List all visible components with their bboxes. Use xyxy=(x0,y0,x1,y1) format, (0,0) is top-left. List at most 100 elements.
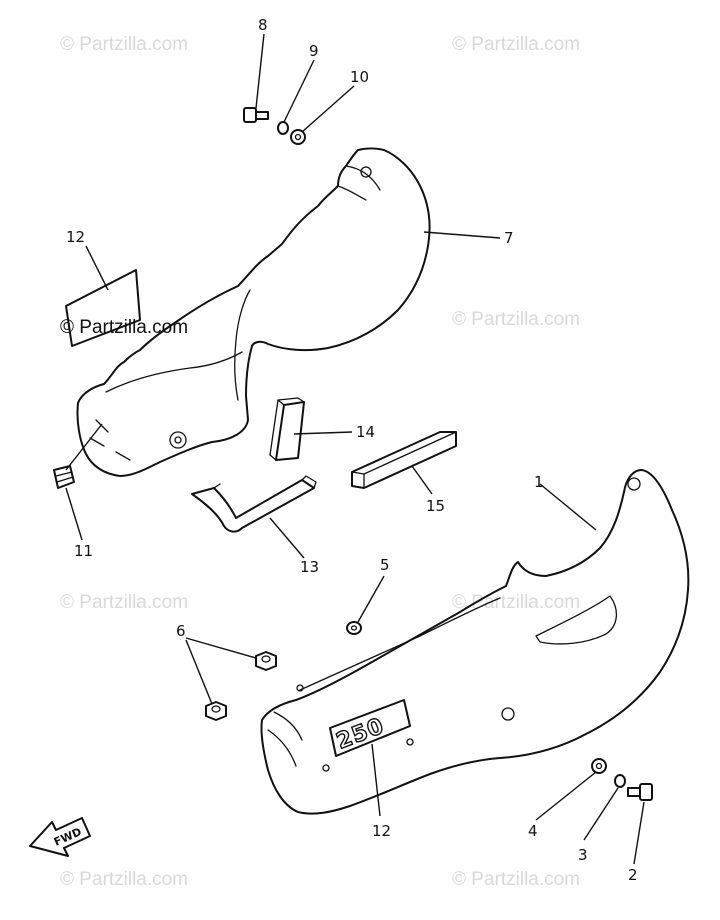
leader-14 xyxy=(293,431,353,435)
damper-15 xyxy=(351,431,457,489)
cover-front-curve xyxy=(267,711,303,767)
damper-edge xyxy=(269,397,305,461)
cover-hole xyxy=(322,764,330,772)
callout-12-top: 12 xyxy=(66,228,85,246)
nut-6a xyxy=(255,651,277,671)
watermark: © Partzilla.com xyxy=(452,309,580,330)
callouts: 8 9 10 7 12 11 14 15 13 1 5 6 12 4 3 2 xyxy=(66,16,638,884)
washer-inner xyxy=(595,762,603,770)
cover-crease xyxy=(105,351,243,393)
watermark: © Partzilla.com xyxy=(452,869,580,890)
watermark: © Partzilla.com xyxy=(452,592,580,613)
callout-1: 1 xyxy=(534,473,544,491)
washer-outer xyxy=(591,758,607,774)
decal-left xyxy=(65,269,141,347)
callout-10: 10 xyxy=(350,68,369,86)
leader-15 xyxy=(411,465,433,495)
fwd-arrow-icon: FWD xyxy=(29,817,91,857)
cover-mount-hole xyxy=(360,166,372,178)
callout-5: 5 xyxy=(380,556,390,574)
cover-grommet-center xyxy=(174,436,182,444)
cover-hook xyxy=(89,419,131,461)
callout-11: 11 xyxy=(74,542,93,560)
damper-body xyxy=(275,401,305,461)
nut-hole xyxy=(211,705,221,713)
cover-hole xyxy=(501,707,515,721)
decal-250: 250 xyxy=(329,699,411,757)
leader-3 xyxy=(583,787,619,841)
cover-recess xyxy=(535,595,617,645)
nut-hole xyxy=(261,655,271,663)
grommet-11 xyxy=(53,465,75,489)
screw-2 xyxy=(627,783,653,801)
leader-lines xyxy=(65,33,645,865)
cover-outline xyxy=(76,147,431,477)
washer-4 xyxy=(591,758,607,774)
cover-outline xyxy=(260,469,690,815)
callout-2: 2 xyxy=(628,866,638,884)
side-cover-right xyxy=(260,469,690,815)
decal-outline xyxy=(329,699,411,757)
damper-14 xyxy=(269,397,305,461)
leader-1 xyxy=(539,483,597,531)
nut-body xyxy=(255,651,277,671)
cover-mount-hole xyxy=(627,477,641,491)
leader-9 xyxy=(283,59,315,123)
leader-6-b xyxy=(185,639,213,705)
watermark-layer: © Partzilla.com © Partzilla.com © Partzi… xyxy=(60,34,580,890)
leader-6-a xyxy=(185,637,257,659)
grommet-ribs xyxy=(55,471,74,483)
nut-hole xyxy=(350,625,358,631)
l-damper-edge xyxy=(213,475,317,489)
callout-8: 8 xyxy=(258,16,268,34)
nut-body xyxy=(205,701,227,721)
washer-inner xyxy=(294,133,302,141)
callout-3: 3 xyxy=(578,846,588,864)
washer-outer xyxy=(290,129,306,145)
leader-11-a xyxy=(65,423,103,471)
side-cover-left xyxy=(76,147,431,477)
leader-12-top xyxy=(85,245,109,291)
cover-hole xyxy=(406,738,414,746)
leader-13 xyxy=(269,517,305,559)
damper-13 xyxy=(191,475,317,533)
screw-8 xyxy=(243,107,269,123)
watermark: © Partzilla.com xyxy=(60,869,188,890)
arrow-outline xyxy=(29,817,91,857)
cover-grommet-hole xyxy=(169,431,187,449)
bar-edge xyxy=(351,431,457,489)
washer-10 xyxy=(290,129,306,145)
screw-head xyxy=(243,107,257,123)
lock-washer-3 xyxy=(614,774,626,788)
screw-shank xyxy=(255,111,269,120)
callout-15: 15 xyxy=(426,497,445,515)
cover-inner-edge xyxy=(234,289,251,401)
decal-text: 250 xyxy=(333,714,388,755)
watermark: © Partzilla.com xyxy=(452,34,580,55)
nut-body xyxy=(346,621,362,635)
callout-13: 13 xyxy=(300,558,319,576)
watermark: © Partzilla.com xyxy=(60,592,188,613)
lock-washer-9 xyxy=(277,121,289,135)
nut-5 xyxy=(346,621,362,635)
callout-12-bottom: 12 xyxy=(372,822,391,840)
leader-12-bottom xyxy=(371,743,381,817)
bar-body xyxy=(351,431,457,489)
l-damper-body xyxy=(191,479,315,533)
cover-top-edge xyxy=(299,597,501,691)
screw-head xyxy=(639,783,653,801)
callout-4: 4 xyxy=(528,822,538,840)
callout-14: 14 xyxy=(356,423,375,441)
cover-hole xyxy=(296,684,304,692)
leader-11-b xyxy=(65,487,83,541)
leader-5 xyxy=(357,575,385,623)
callout-7: 7 xyxy=(504,229,514,247)
callout-9: 9 xyxy=(309,42,319,60)
nut-6b xyxy=(205,701,227,721)
watermark: © Partzilla.com xyxy=(60,34,188,55)
leader-2 xyxy=(633,801,645,865)
callout-6: 6 xyxy=(176,622,186,640)
screw-shank xyxy=(627,787,641,797)
